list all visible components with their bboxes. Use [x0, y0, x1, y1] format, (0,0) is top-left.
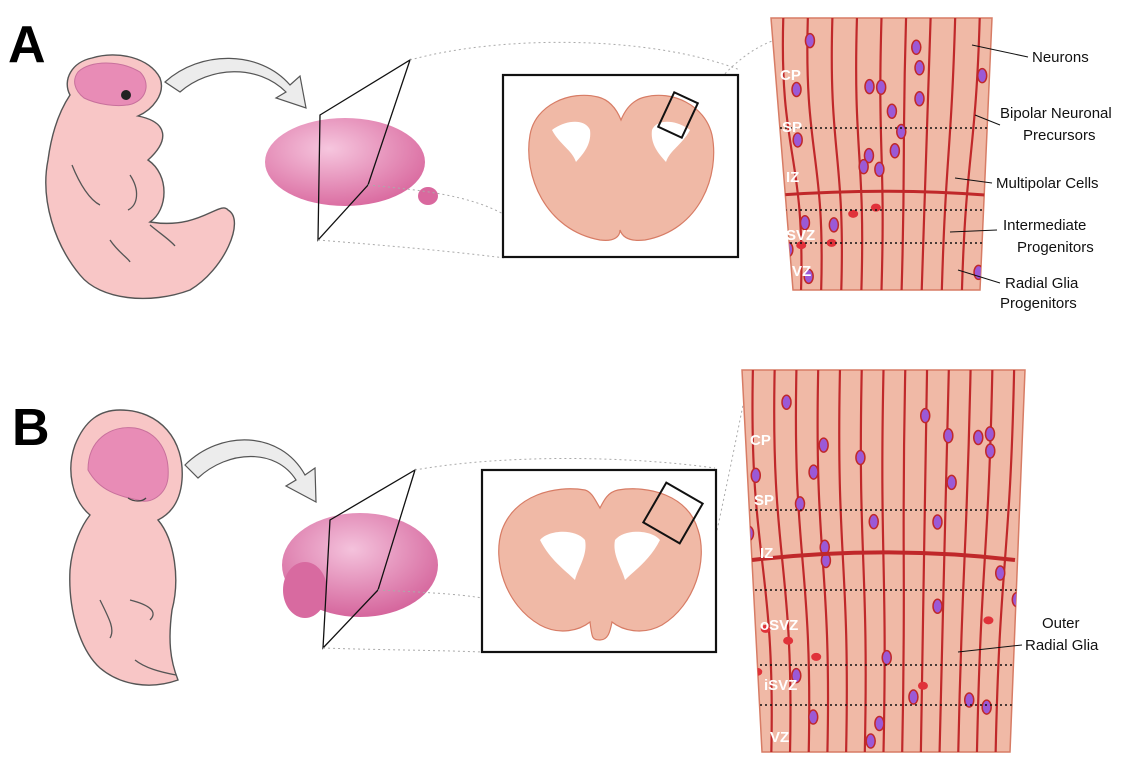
cell-nucleus: [887, 104, 896, 118]
cell-nucleus: [829, 218, 838, 232]
coronal-section-b: [499, 483, 703, 640]
cell-nucleus: [809, 465, 818, 479]
cell-nucleus: [982, 700, 991, 714]
zone-label-svz: SVZ: [786, 227, 815, 244]
cell-nucleus: [944, 429, 953, 443]
label-neurons: Neurons: [1032, 49, 1089, 66]
cell-nucleus: [882, 651, 891, 665]
cell-nucleus: [933, 515, 942, 529]
zone-label-vz: VZ: [792, 263, 811, 280]
cell-nucleus: [875, 162, 884, 176]
intermediate-progenitor: [983, 616, 993, 624]
label-outer-radial-glia: Radial Glia: [1025, 637, 1099, 654]
cell-nucleus: [809, 710, 818, 724]
cell-nucleus: [869, 515, 878, 529]
cell-nucleus: [933, 599, 942, 613]
cell-nucleus: [921, 409, 930, 423]
label-outer: Outer: [1042, 615, 1080, 632]
zone-label-cp: CP: [780, 67, 801, 84]
cell-nucleus: [784, 242, 793, 256]
cell-nucleus: [866, 734, 875, 748]
zone-label-iz: IZ: [786, 169, 799, 186]
intermediate-progenitor: [848, 210, 858, 218]
cell-nucleus: [947, 475, 956, 489]
cell-nucleus: [890, 144, 899, 158]
curved-arrow-a: [165, 58, 306, 108]
panel-b-letter: B: [12, 399, 50, 457]
zone-label-cp-b: CP: [750, 432, 771, 449]
cell-nucleus: [996, 566, 1005, 580]
cell-nucleus: [909, 690, 918, 704]
cell-nucleus: [875, 716, 884, 730]
zone-label-osvz-b: oSVZ: [760, 617, 798, 634]
label-intermediate-1: Intermediate: [1003, 217, 1086, 234]
panel-a-letter: A: [8, 16, 46, 74]
curved-arrow-b: [185, 440, 316, 502]
intermediate-progenitor: [783, 637, 793, 645]
cell-nucleus: [985, 427, 994, 441]
intermediate-progenitor: [811, 653, 821, 661]
cortex-column-b: CP SP IZ oSVZ iSVZ VZ: [742, 370, 1029, 752]
cell-nucleus: [1020, 599, 1029, 613]
zone-label-vz-b: VZ: [770, 729, 789, 746]
cell-nucleus: [859, 160, 868, 174]
label-bipolar-1: Bipolar Neuronal: [1000, 105, 1112, 122]
cell-nucleus: [897, 125, 906, 139]
cell-nucleus: [745, 526, 754, 540]
embryo-human: [70, 410, 182, 685]
cell-nucleus: [865, 80, 874, 94]
cell-nucleus: [792, 82, 801, 96]
zone-label-isvz-b: iSVZ: [764, 677, 797, 694]
embryo-mouse: [46, 55, 235, 299]
zone-label-sp-b: SP: [754, 492, 774, 509]
cortex-column-a: CP SP IZ SVZ VZ: [771, 18, 992, 290]
cell-nucleus: [974, 430, 983, 444]
cell-nucleus: [805, 34, 814, 48]
cell-nucleus: [915, 61, 924, 75]
cell-nucleus: [819, 438, 828, 452]
cell-nucleus: [986, 444, 995, 458]
cell-nucleus: [877, 80, 886, 94]
label-intermediate-2: Progenitors: [1017, 239, 1094, 256]
cell-nucleus: [782, 395, 791, 409]
cell-nucleus: [915, 92, 924, 106]
zone-label-sp: SP: [782, 119, 802, 136]
cell-nucleus: [751, 468, 760, 482]
zone-label-iz-b: IZ: [760, 545, 773, 562]
label-multipolar: Multipolar Cells: [996, 175, 1099, 192]
cell-nucleus: [856, 451, 865, 465]
label-bipolar-2: Precursors: [1023, 127, 1096, 144]
cell-nucleus: [978, 69, 987, 83]
cell-nucleus: [795, 497, 804, 511]
label-radial-glia-2: Progenitors: [1000, 295, 1077, 312]
label-radial-glia-1: Radial Glia: [1005, 275, 1079, 292]
cell-nucleus: [912, 40, 921, 54]
intermediate-progenitor: [918, 682, 928, 690]
